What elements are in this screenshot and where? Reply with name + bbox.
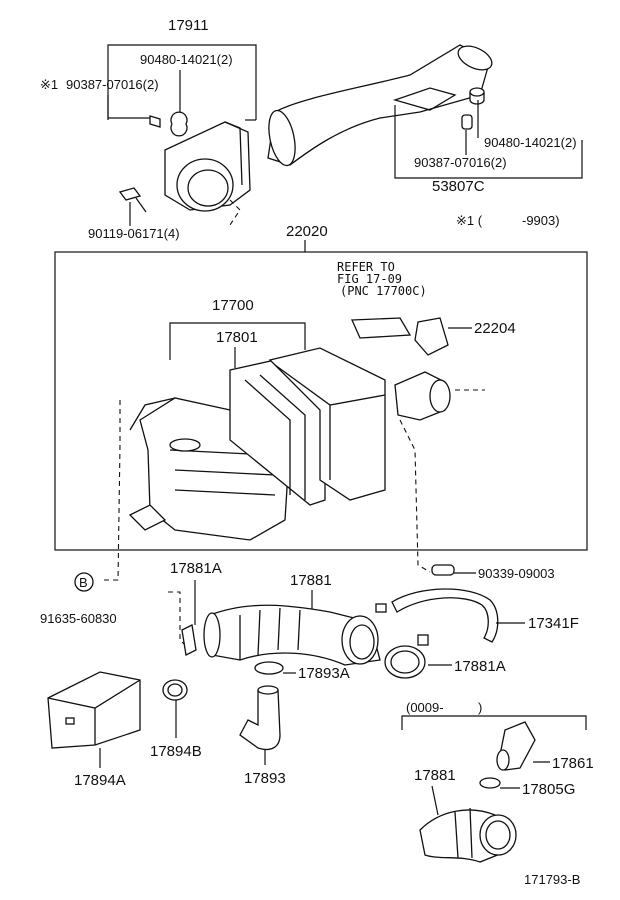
callout-90387-07016-left: 90387-07016(2): [66, 77, 159, 92]
bolt-part: [118, 187, 147, 213]
intake-hose-lower-part: [419, 807, 517, 863]
silencer-box-part: [47, 671, 141, 749]
b-marker-icon: [74, 572, 94, 592]
clamp-17805g-part: [479, 777, 501, 789]
intake-hose-part: [203, 604, 381, 666]
callout-90480-14021-left: 90480-14021(2): [140, 52, 233, 67]
clamp-17893a-part: [254, 661, 284, 675]
hose-17341f-part: [391, 588, 499, 643]
elbow-hose-part: [239, 685, 281, 751]
callout-22204: 22204: [474, 320, 516, 337]
refer-line-1: REFER TO: [337, 260, 395, 274]
connector-17861-part: [496, 721, 536, 771]
pin-part: [149, 115, 161, 128]
callout-17911: 17911: [168, 17, 209, 34]
refer-line-2: FIG 17-09: [337, 272, 402, 286]
callout-17881: 17881: [290, 572, 332, 589]
callout-17801: 17801: [216, 329, 258, 346]
callout-17861: 17861: [552, 755, 594, 772]
assembly-box: [54, 251, 588, 551]
callout-17893a: 17893A: [298, 665, 350, 682]
filter-pad-part: [351, 317, 412, 339]
callout-17881a-top: 17881A: [170, 560, 222, 577]
callout-22020: 22020: [286, 223, 328, 240]
note-mark: ※1 (: [456, 213, 483, 228]
figure-id: 171793-B: [524, 872, 580, 887]
air-intake-connector-part: [164, 121, 251, 212]
leader-17911: [107, 44, 257, 120]
nut-part-right: [469, 87, 485, 105]
callout-17893: 17893: [244, 770, 286, 787]
callout-90119-06171: 90119-06171(4): [88, 226, 180, 241]
b-marker-label: B: [79, 575, 88, 590]
nut-part: [170, 111, 188, 137]
callout-mark-1: ※1: [40, 77, 58, 92]
pin-part-right: [461, 114, 473, 130]
callout-90387-07016-right: 90387-07016(2): [414, 155, 507, 170]
callout-17881a-right: 17881A: [454, 658, 506, 675]
intake-duct-part: [267, 44, 493, 167]
callout-90480-14021-right: 90480-14021(2): [484, 135, 577, 150]
note-range: -9903): [522, 213, 560, 228]
clamp-17894b-part: [162, 679, 188, 701]
bracket-clip-part: [414, 317, 449, 356]
range-close: ): [478, 700, 482, 715]
callout-17700: 17700: [212, 297, 254, 314]
callout-17894b: 17894B: [150, 743, 202, 760]
nipple-part: [375, 603, 387, 613]
callout-17894a: 17894A: [74, 772, 126, 789]
refer-line-3: (PNC 17700C): [340, 284, 427, 298]
range-label: (0009-: [406, 700, 444, 715]
callout-91635-60830: 91635-60830: [40, 611, 117, 626]
air-cleaner-cap-part: [268, 347, 386, 501]
callout-17805g: 17805G: [522, 781, 575, 798]
callout-17341f: 17341F: [528, 615, 579, 632]
callout-53807c: 53807C: [432, 178, 485, 195]
bolt-90339-part: [431, 564, 455, 576]
callout-90339-09003: 90339-09003: [478, 566, 555, 581]
callout-17881-lower: 17881: [414, 767, 456, 784]
clamp-left-part: [181, 624, 197, 656]
maf-connector-part: [394, 371, 451, 421]
